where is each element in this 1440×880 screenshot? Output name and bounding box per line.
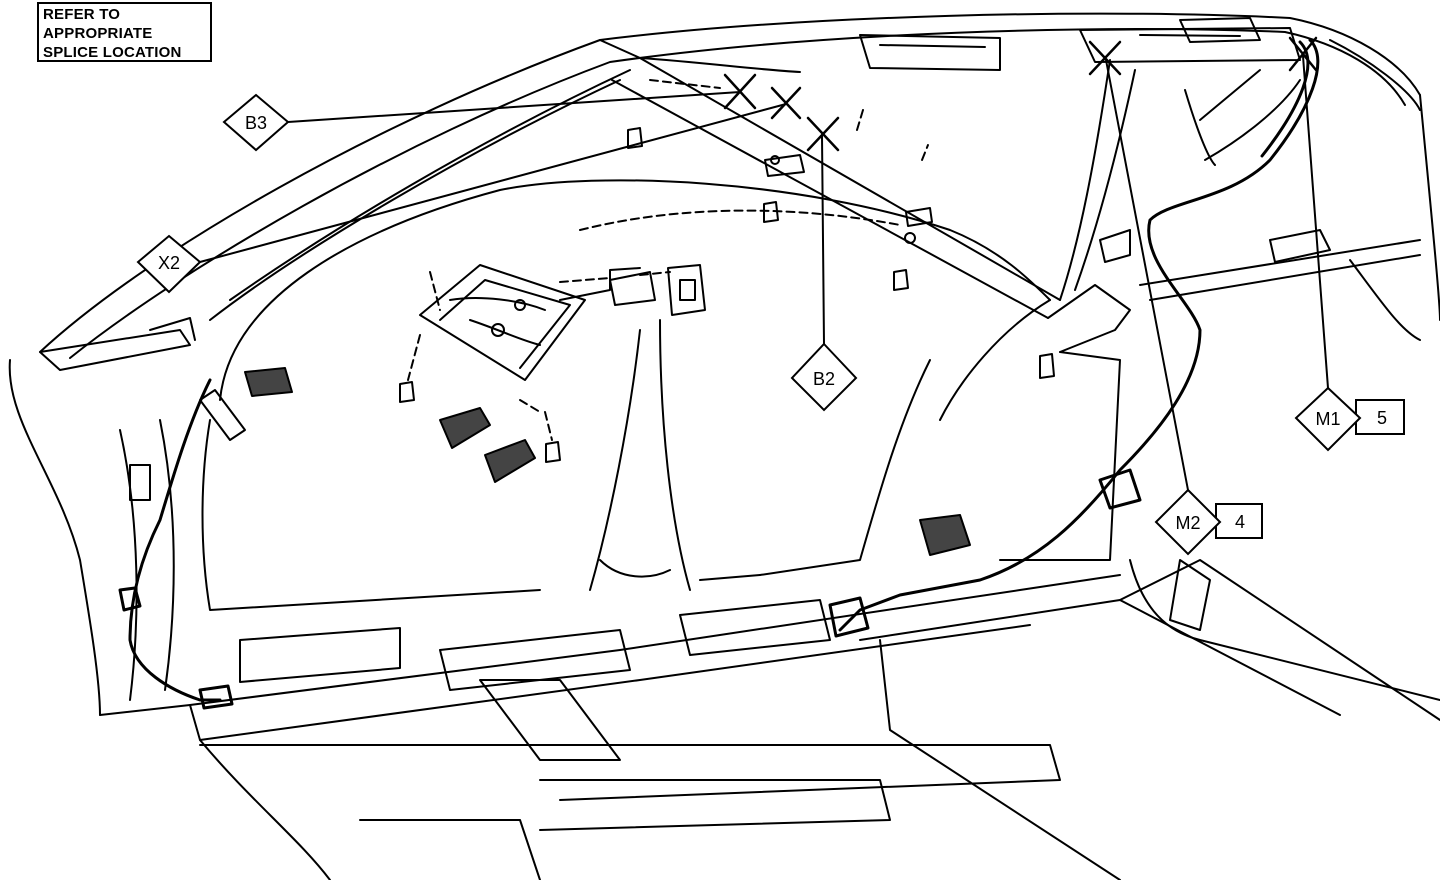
visor-lamps <box>244 367 971 556</box>
callout-b2: B2 <box>790 342 858 412</box>
wiring-harness <box>118 38 1320 710</box>
callout-m1-number: 5 <box>1377 408 1387 428</box>
note-line-2: APPROPRIATE <box>43 25 153 42</box>
callout-m1-code: M1 <box>1315 409 1340 429</box>
leader-x2 <box>199 103 787 263</box>
callout-m2-number: 4 <box>1235 512 1245 532</box>
callout-m2: M2 4 <box>1154 488 1263 556</box>
note-line-1: REFER TO <box>43 6 121 23</box>
callout-m2-code: M2 <box>1175 513 1200 533</box>
rear-quarter <box>1329 39 1440 341</box>
fasteners <box>399 127 1055 463</box>
callout-x2-code: X2 <box>158 253 180 273</box>
leader-m2 <box>1105 59 1189 491</box>
splice-x-marks <box>723 36 1318 152</box>
callout-b2-code: B2 <box>813 369 835 389</box>
b-pillar <box>589 319 691 591</box>
leader-m1 <box>1302 55 1329 389</box>
floor-pan <box>199 559 1440 880</box>
leader-b3 <box>287 91 741 123</box>
note-line-3: SPLICE LOCATION <box>43 44 182 61</box>
leader-b2 <box>821 135 825 345</box>
callout-x2: X2 <box>136 234 202 294</box>
door-openings <box>201 179 1051 611</box>
callout-leaders <box>199 55 1329 491</box>
overhead-console <box>419 264 706 381</box>
callout-b3: B3 <box>222 93 290 152</box>
callout-b3-code: B3 <box>245 113 267 133</box>
a-pillar <box>8 317 246 716</box>
dashed-leaders <box>407 79 929 441</box>
c-pillar <box>999 59 1421 561</box>
callout-m1: M1 5 <box>1294 386 1405 452</box>
roof-outline <box>39 12 1421 359</box>
splice-note-box: REFER TO APPROPRIATE SPLICE LOCATION <box>37 2 212 62</box>
rocker-sill <box>99 574 1121 880</box>
